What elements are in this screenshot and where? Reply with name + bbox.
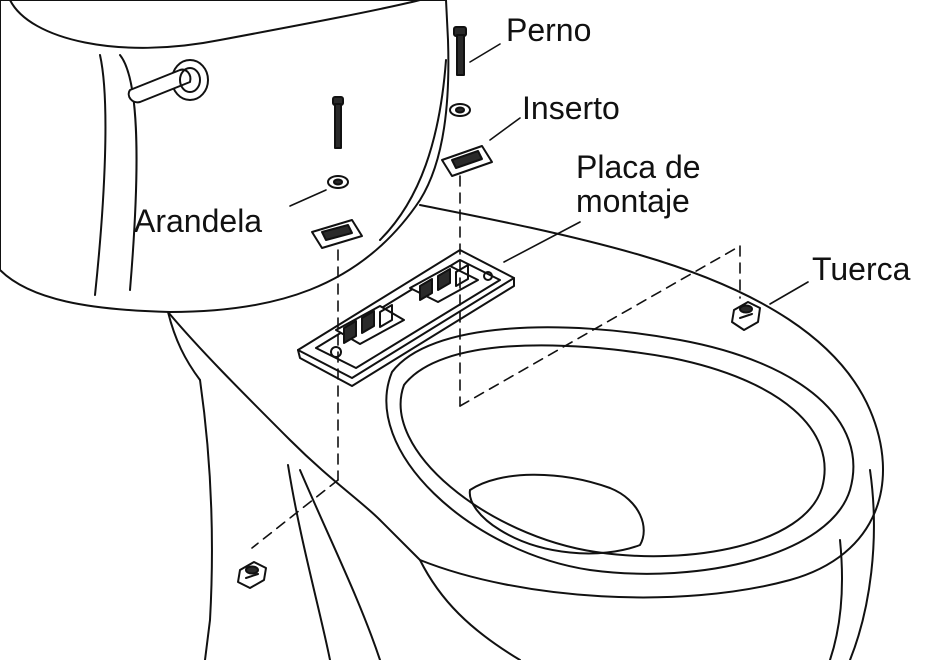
bowl-base-curve [419,559,521,660]
leader-lines [289,43,809,305]
right-nut [731,301,761,331]
leader-inserto [489,117,521,141]
left-nut [237,561,267,589]
left-insert [311,219,363,249]
leader-tuerca [769,281,809,305]
left-washer [327,175,349,189]
tank-front-edge [379,59,447,241]
tank-lid-edge [9,0,421,49]
tank-lid-front [119,54,138,291]
pedestal-edge [167,311,201,381]
right-bolt [453,26,467,76]
plate-hole-rear [483,271,493,281]
label-tuerca: Tuerca [812,251,911,287]
mounting-plate-edge [297,277,515,387]
alignment-line-left-diagonal [251,479,339,549]
bowl-rim-inner [399,344,826,558]
bowl-water-opening [468,473,645,555]
leader-placa [503,221,581,263]
label-placa-de-montaje: Placa de montaje [576,150,701,218]
assembly-alignment-lines [251,175,741,549]
bowl-rim-outer [385,326,855,575]
right-washer [449,103,471,117]
label-arandela: Arandela [134,203,263,239]
label-placa-line1: Placa de [576,149,701,185]
label-placa-line2: montaje [576,183,690,219]
bowl-right-side [849,469,875,660]
right-insert [441,145,493,177]
plate-hole-front [330,346,342,358]
bowl-right-side-inner [829,539,843,660]
plate-latch-rear [409,264,479,303]
bowl-skirt-front [299,469,381,660]
bowl-skirt-left [199,379,213,660]
leader-arandela [289,189,327,207]
left-bolt [332,96,344,149]
label-perno: Perno [506,12,592,48]
leader-perno [469,43,501,63]
label-inserto: Inserto [522,90,620,126]
flush-handle-icon [127,59,209,104]
plate-latch-front [335,304,405,345]
toilet-bowl [167,204,884,660]
bowl-skirt-inner [287,464,331,660]
tank-side-edge [94,54,107,296]
alignment-line-front-diagonal [459,245,741,407]
